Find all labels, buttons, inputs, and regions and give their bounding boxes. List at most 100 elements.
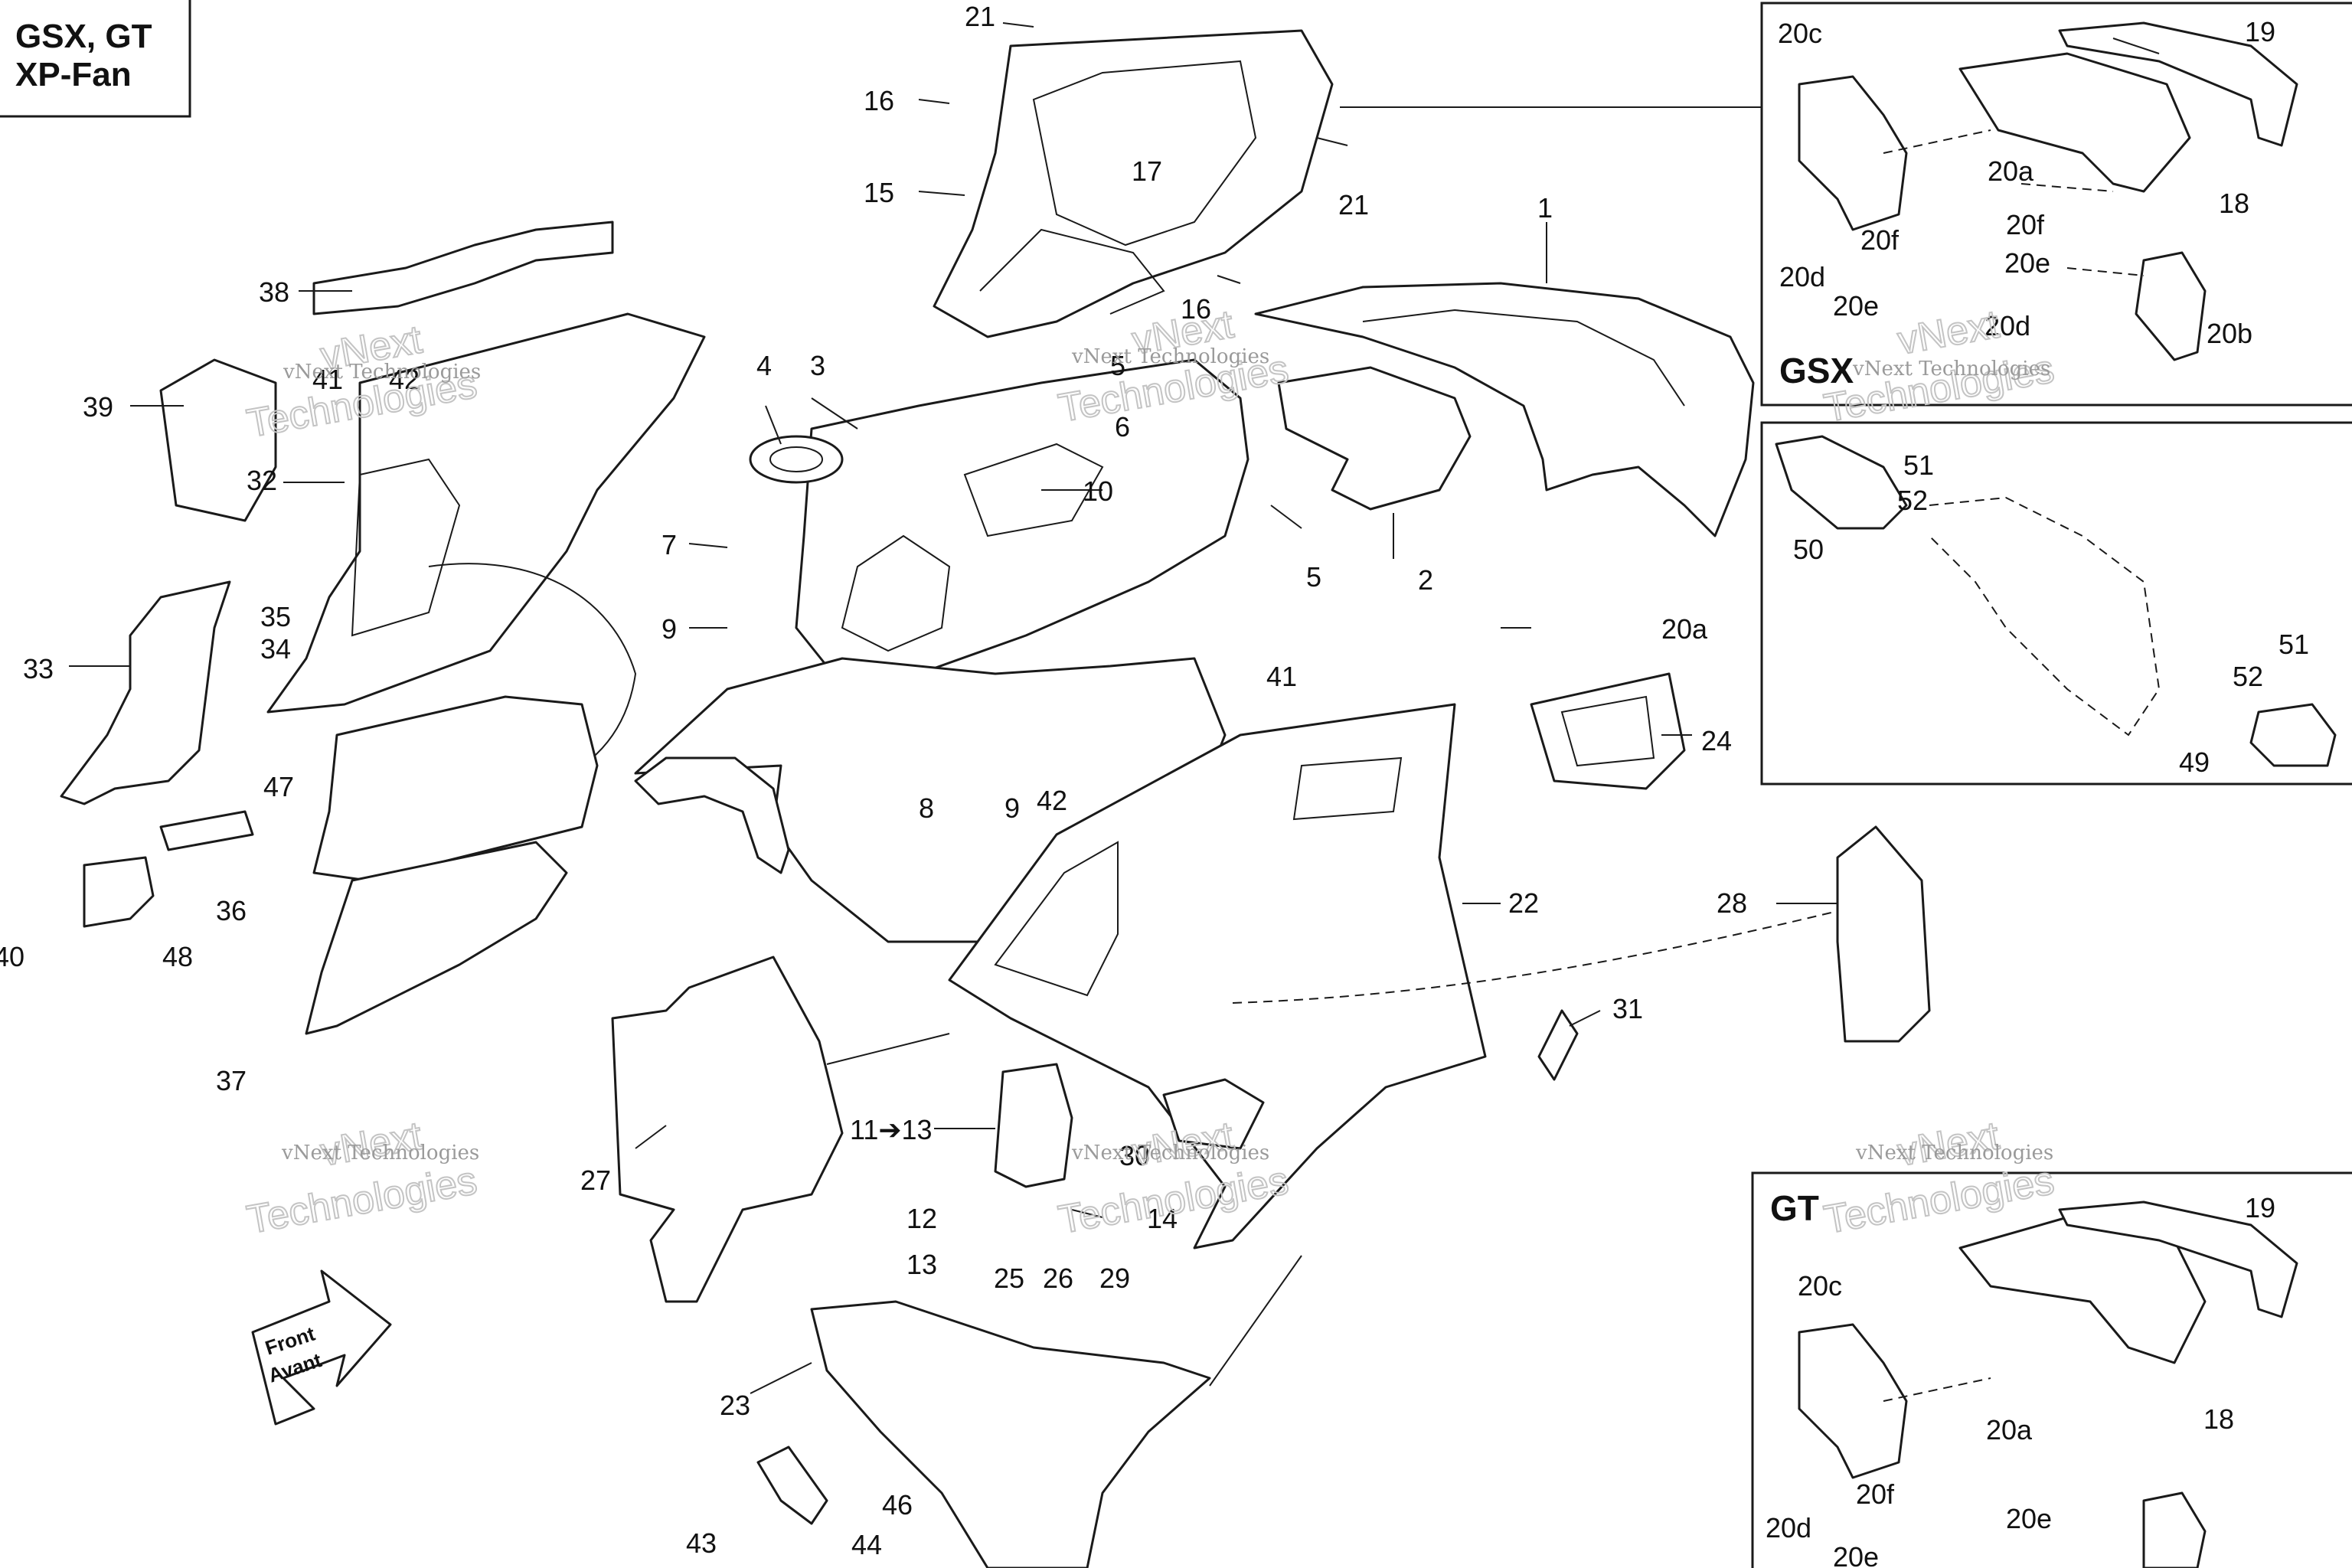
gt-inset-parts	[1798, 1200, 2298, 1568]
gsx-callout-20d: 20d	[1779, 261, 1825, 292]
watermark-big-3a: vNext	[1894, 302, 2003, 363]
callout-33: 33	[23, 653, 54, 684]
callout-29: 29	[1099, 1263, 1130, 1294]
header-line2: XP-Fan	[15, 56, 132, 93]
mirror-inset-parts	[1775, 435, 2337, 767]
part-vent-panel	[312, 695, 599, 882]
callout-39: 39	[83, 391, 113, 423]
gt-callout-20d: 20d	[1766, 1512, 1811, 1544]
gt-callout-20f: 20f	[1856, 1478, 1895, 1510]
gt-callout-18: 18	[2203, 1403, 2234, 1435]
callout-11-13: 11➔13	[850, 1114, 933, 1145]
gsx-callout-20c: 20c	[1778, 18, 1822, 49]
model-header-box: GSX, GT XP-Fan	[0, 0, 191, 118]
callout-37: 37	[216, 1065, 247, 1096]
callout-4: 4	[756, 350, 772, 381]
callout-31: 31	[1612, 993, 1643, 1024]
part-dash-cover	[933, 29, 1334, 338]
callout-48: 48	[162, 941, 193, 972]
callout-8: 8	[919, 792, 934, 824]
callout-35: 35	[260, 601, 291, 632]
callout-41b: 41	[1266, 661, 1297, 692]
gt-callout-20a: 20a	[1986, 1414, 2033, 1446]
callout-32: 32	[247, 465, 277, 496]
callout-22: 22	[1508, 887, 1539, 919]
callout-36: 36	[216, 895, 247, 926]
part-grille	[1530, 672, 1686, 790]
watermark-4: vNext Technologies	[281, 1142, 479, 1165]
gsx-callout-20d-b: 20d	[1984, 310, 2030, 341]
gt-callout-20c: 20c	[1798, 1270, 1842, 1302]
part-side-block	[159, 358, 277, 522]
callout-21b: 21	[1338, 189, 1369, 220]
gsx-callout-20f: 20f	[1860, 224, 1900, 256]
part-gas-cap-ring	[749, 435, 844, 484]
part-hood-side	[948, 703, 1487, 1250]
part-windshield	[1254, 282, 1755, 537]
mirror-callout-51b: 51	[2278, 629, 2309, 660]
gt-inset-title: GT	[1770, 1188, 1819, 1228]
gsx-inset-title: GSX	[1779, 351, 1854, 390]
mirror-callout-52: 52	[1897, 485, 1928, 516]
mirror-callout-51: 51	[1903, 449, 1934, 481]
part-side-block-right	[1836, 825, 1931, 1043]
callout-6: 6	[1115, 411, 1130, 443]
watermark-2: vNext Technologies	[1071, 345, 1269, 368]
part-lower-vent	[305, 841, 568, 1035]
part-headlight-housing	[60, 580, 231, 805]
part-side-trim	[1277, 366, 1472, 511]
part-knee-panel	[611, 956, 844, 1303]
callout-47: 47	[263, 771, 294, 802]
mirror-callout-52b: 52	[2233, 661, 2263, 692]
callout-7: 7	[662, 529, 677, 560]
part-outlines	[60, 29, 1931, 1568]
callout-30: 30	[1119, 1140, 1150, 1171]
watermark-5: vNext Technologies	[1071, 1142, 1269, 1165]
callout-16: 16	[864, 85, 894, 116]
gsx-callout-20e: 20e	[1833, 290, 1879, 322]
callout-43: 43	[686, 1527, 717, 1559]
watermark-big-4b: Technologies	[243, 1158, 480, 1243]
gt-callout-20e-b: 20e	[2006, 1503, 2052, 1534]
callout-40: 40	[0, 941, 24, 972]
callout-26: 26	[1043, 1263, 1073, 1294]
gsx-callout-19: 19	[2245, 16, 2275, 47]
gt-callout-19: 19	[2245, 1192, 2275, 1223]
part-belly-pan	[810, 1300, 1211, 1568]
gsx-callout-20e-b: 20e	[2004, 247, 2050, 279]
callout-5: 5	[1110, 350, 1125, 381]
part-top-console	[795, 358, 1250, 675]
callout-13: 13	[906, 1249, 937, 1280]
gt-callout-20e: 20e	[1833, 1541, 1879, 1568]
callout-2: 2	[1418, 564, 1433, 596]
watermark-1: vNext Technologies	[283, 361, 481, 384]
callout-10: 10	[1083, 475, 1113, 507]
callout-41: 41	[312, 364, 343, 395]
callout-17: 17	[1132, 155, 1162, 187]
callout-9: 9	[662, 613, 677, 645]
gsx-callout-20a: 20a	[1988, 155, 2034, 187]
callout-12: 12	[906, 1203, 937, 1234]
part-side-panel	[266, 312, 706, 714]
mirror-inset-box	[1760, 421, 2352, 786]
header-line1: GSX, GT	[15, 18, 152, 55]
gsx-callout-20b: 20b	[2207, 318, 2252, 349]
callout-38: 38	[259, 276, 289, 308]
gsx-callout-18: 18	[2219, 188, 2249, 219]
gsx-callout-20f-b: 20f	[2006, 209, 2045, 240]
callout-34: 34	[260, 633, 291, 665]
callout-5b: 5	[1306, 561, 1321, 593]
callout-42b: 42	[1037, 785, 1067, 816]
callout-42: 42	[389, 364, 420, 395]
callout-16b: 16	[1181, 293, 1211, 325]
callout-27: 27	[580, 1165, 611, 1196]
gsx-inset-box: GSX	[1760, 2, 2352, 407]
gsx-inset-parts	[1798, 21, 2298, 361]
callout-46: 46	[882, 1489, 913, 1521]
arrow-lines	[826, 106, 1838, 1387]
callout-25: 25	[994, 1263, 1024, 1294]
callout-23: 23	[720, 1390, 750, 1421]
callout-15: 15	[864, 177, 894, 208]
